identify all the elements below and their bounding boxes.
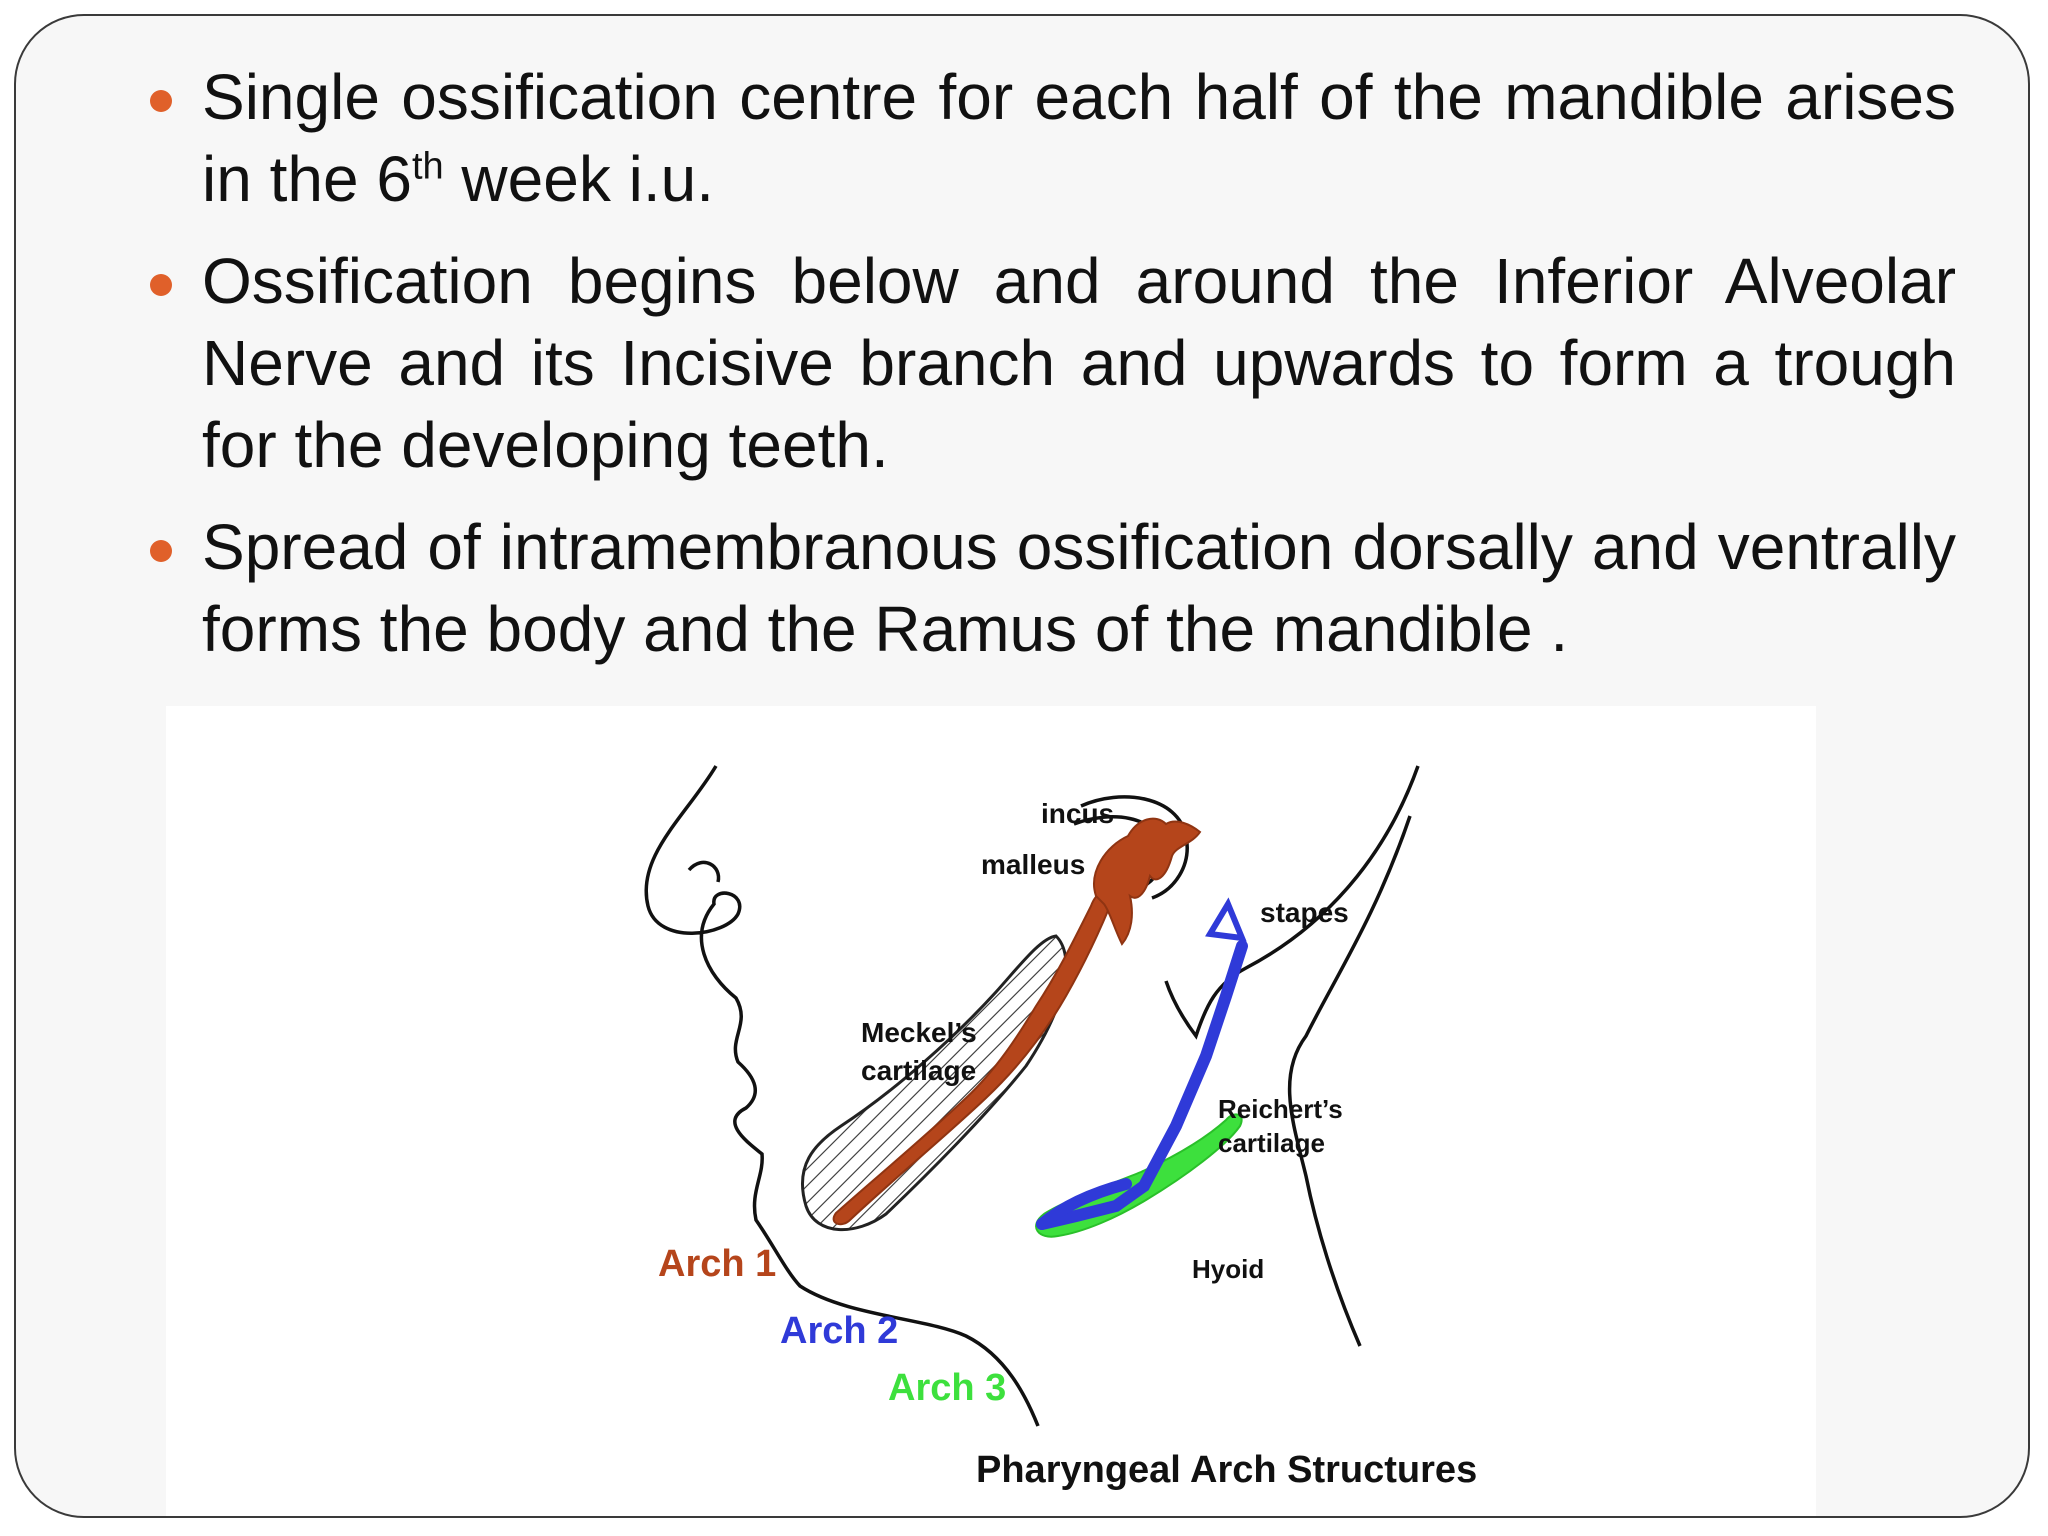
- bullet-list: Single ossification centre for each half…: [136, 56, 1956, 690]
- label-arch2: Arch 2: [780, 1310, 898, 1352]
- bullet-text-3: Spread of intramembranous ossification d…: [202, 511, 1956, 665]
- arch2-hyoid-overlay: [1036, 1178, 1132, 1230]
- pharyngeal-arch-figure: incus malleus stapes Meckel’s cartilage …: [166, 706, 1816, 1516]
- bullet-item-3: Spread of intramembranous ossification d…: [136, 506, 1956, 670]
- nostril-outline: [687, 860, 721, 883]
- slide-frame: Single ossification centre for each half…: [14, 14, 2030, 1518]
- figure-caption: Pharyngeal Arch Structures: [976, 1449, 1477, 1491]
- label-arch3: Arch 3: [888, 1367, 1006, 1409]
- label-stapes: stapes: [1260, 897, 1349, 928]
- label-reicherts-line1: Reichert’s: [1218, 1094, 1343, 1124]
- bullet-item-1: Single ossification centre for each half…: [136, 56, 1956, 220]
- arch2-cartilage-shape: [1036, 940, 1248, 1230]
- bullet-dot-icon: [150, 274, 172, 296]
- hyoid-shape: [1035, 1113, 1243, 1238]
- label-meckels-line1: Meckel’s: [861, 1017, 977, 1048]
- pharyngeal-arch-diagram: incus malleus stapes Meckel’s cartilage …: [644, 765, 1477, 1491]
- bullet-dot-icon: [150, 540, 172, 562]
- bullet-item-2: Ossification begins below and around the…: [136, 240, 1956, 486]
- bullet-text-2: Ossification begins below and around the…: [202, 245, 1956, 481]
- neck-back-outline: [1164, 765, 1420, 1040]
- face-profile-outline: [644, 765, 1040, 1427]
- neck-rear-outline: [1287, 815, 1412, 1347]
- label-arch1: Arch 1: [658, 1243, 776, 1285]
- meckels-cartilage-shape: [800, 934, 1068, 1232]
- malleus-incus-shape: [1093, 817, 1202, 946]
- label-hyoid: Hyoid: [1192, 1254, 1264, 1284]
- stapes-shape: [1205, 897, 1247, 942]
- superscript-th: th: [411, 145, 444, 188]
- bullet-text-1: Single ossification centre for each half…: [202, 61, 1956, 215]
- label-reicherts-line2: cartilage: [1218, 1128, 1325, 1158]
- label-meckels-line2: cartilage: [861, 1055, 976, 1086]
- label-incus: incus: [1041, 798, 1114, 829]
- label-malleus: malleus: [981, 849, 1085, 880]
- bullet-dot-icon: [150, 90, 172, 112]
